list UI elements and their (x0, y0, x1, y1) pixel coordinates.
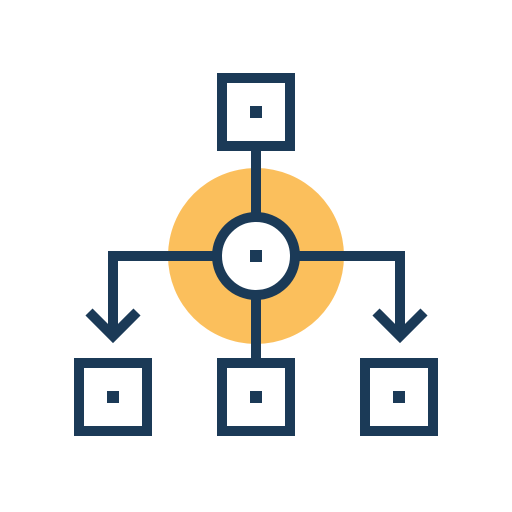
bottom-left-node-dot (107, 391, 119, 403)
connector-lines (85, 146, 428, 361)
bottom-center-node-dot (250, 391, 262, 403)
top-node-dot (250, 106, 262, 118)
arrow-down-right-icon (372, 308, 428, 344)
connector-left (108, 251, 217, 336)
bottom-right-node-dot (393, 391, 405, 403)
hub-node-dot (250, 250, 262, 262)
bottom-center-node (217, 358, 295, 436)
connector-right (295, 251, 405, 336)
arrow-down-left-icon (85, 308, 141, 344)
